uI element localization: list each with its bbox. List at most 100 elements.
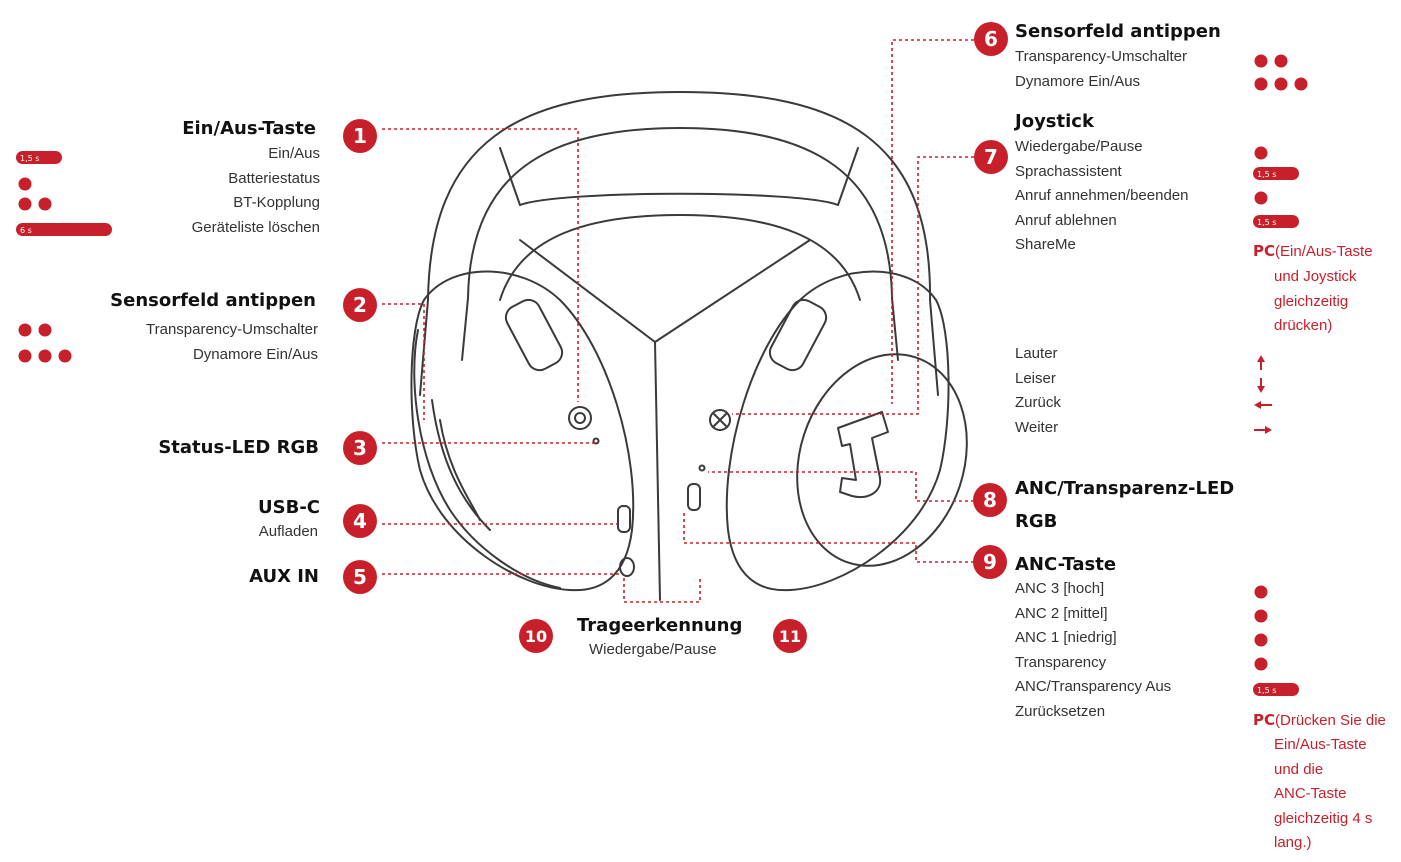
callout-7-title: Joystick xyxy=(1015,111,1094,132)
callout-6-title: Sensorfeld antippen xyxy=(1015,21,1221,42)
press-indicators: 1,5 s 6 s 1,5 s 1,5 s 1,5 s xyxy=(16,54,1308,696)
leader-1 xyxy=(382,128,579,402)
callout-6-item: Dynamore Ein/Aus xyxy=(1015,72,1141,90)
hold-bar-6s xyxy=(16,223,112,236)
hold-bar-label: 1,5 s xyxy=(20,154,39,163)
dot-1 xyxy=(18,177,32,191)
marker-5-label: 5 xyxy=(353,565,367,589)
callout-7-pc-note-cont: und Joystick gleichzeitig drücken) xyxy=(1274,265,1357,339)
direction-item: Leiser xyxy=(1015,369,1056,387)
marker-11 xyxy=(773,619,807,653)
pc-note-line: (Ein/Aus-Taste xyxy=(1275,243,1373,260)
callout-2-items: Transparency-Umschalter Dynamore Ein/Aus xyxy=(146,318,318,367)
direction-item: Zurück xyxy=(1015,394,1061,411)
callout-3-title: Status-LED RGB xyxy=(158,437,319,458)
leader-10-11 xyxy=(623,578,701,603)
hold-bar-1-5s xyxy=(16,151,62,164)
hold-bar-label: 1,5 s xyxy=(1257,218,1276,227)
marker-6 xyxy=(974,22,1008,56)
callout-7-item: Anruf ablehnen xyxy=(1015,211,1117,229)
marker-8-label: 8 xyxy=(983,488,997,512)
headphone-illustration xyxy=(410,91,968,601)
callout-9-item: ANC/Transparency Aus xyxy=(1015,678,1172,695)
callout-9-item: Transparency xyxy=(1015,653,1107,671)
callout-7-pc-note: PC(Ein/Aus-Taste xyxy=(1253,240,1373,265)
marker-9 xyxy=(973,545,1007,579)
callout-7-item: Sprachassistent xyxy=(1015,162,1122,180)
pc-note-line: und die xyxy=(1274,760,1324,778)
hold-bar-label: 1,5 s xyxy=(1257,686,1276,695)
marker-2 xyxy=(343,288,377,322)
wear-items: Wiedergabe/Pause xyxy=(589,638,717,663)
callout-8-title-line: RGB xyxy=(1015,511,1058,532)
marker-3 xyxy=(343,431,377,465)
pc-label: PC xyxy=(1253,242,1276,260)
callout-7-item: Anruf annehmen/beenden xyxy=(1015,187,1189,204)
callout-1-item: Batteriestatus xyxy=(228,169,320,187)
wear-title: Trageerkennung xyxy=(577,615,743,636)
hold-bar-label: 6 s xyxy=(20,226,32,235)
callout-9-item: ANC 2 [mittel] xyxy=(1015,604,1108,622)
marker-1-label: 1 xyxy=(353,124,367,148)
callout-9-title: ANC-Taste xyxy=(1015,554,1117,575)
callout-1-item: Ein/Aus xyxy=(268,145,320,162)
callout-9-items: ANC 3 [hoch] ANC 2 [mittel] ANC 1 [niedr… xyxy=(1015,577,1171,724)
hold-bar-label: 1,5 s xyxy=(1257,170,1276,179)
callout-9-item: ANC 3 [hoch] xyxy=(1015,580,1105,597)
callout-6-items: Transparency-Umschalter Dynamore Ein/Aus xyxy=(1015,45,1187,94)
pc-note-line: lang.) xyxy=(1274,834,1312,851)
leader-6 xyxy=(891,39,974,404)
marker-10-label: 10 xyxy=(525,627,547,646)
direction-item: Lauter xyxy=(1015,345,1058,362)
callout-4-item: Aufladen xyxy=(258,523,318,540)
callout-1-item: BT-Kopplung xyxy=(233,194,320,211)
number-markers: 1 2 3 4 5 6 7 8 9 10 11 xyxy=(343,22,1008,653)
leader-lines xyxy=(382,39,974,603)
marker-10 xyxy=(519,619,553,653)
callout-8-title-line: ANC/Transparenz-LED xyxy=(1015,478,1235,499)
marker-1 xyxy=(343,119,377,153)
leader-8 xyxy=(708,471,974,502)
callout-7-items: Wiedergabe/Pause Sprachassistent Anruf a… xyxy=(1015,135,1188,258)
leader-2 xyxy=(382,303,425,420)
callout-7-item: ShareMe xyxy=(1015,236,1076,253)
marker-6-label: 6 xyxy=(984,27,998,51)
wear-item: Wiedergabe/Pause xyxy=(589,641,717,658)
pc-note-line: gleichzeitig xyxy=(1274,292,1349,310)
callout-4-items: Aufladen xyxy=(259,520,318,545)
marker-2-label: 2 xyxy=(353,293,367,317)
marker-7 xyxy=(974,140,1008,174)
callout-2-item: Transparency-Umschalter xyxy=(146,321,318,338)
marker-11-label: 11 xyxy=(779,627,801,646)
callout-2-title: Sensorfeld antippen xyxy=(110,290,316,311)
callout-9-pc-note: PC(Drücken Sie die xyxy=(1253,709,1386,734)
pc-note-line: ANC-Taste xyxy=(1274,785,1347,802)
callout-8-title: ANC/Transparenz-LED RGB xyxy=(1015,472,1234,538)
pc-note-line: gleichzeitig 4 s xyxy=(1274,809,1373,827)
pc-note-line: (Drücken Sie die xyxy=(1275,712,1386,729)
marker-4-label: 4 xyxy=(353,509,367,533)
arrow-icons xyxy=(1254,355,1272,434)
marker-9-label: 9 xyxy=(983,550,997,574)
callout-9-item: ANC 1 [niedrig] xyxy=(1015,629,1117,646)
leader-9 xyxy=(683,512,974,563)
pc-label: PC xyxy=(1253,711,1276,729)
callout-6-item: Transparency-Umschalter xyxy=(1015,48,1187,65)
marker-7-label: 7 xyxy=(984,145,998,169)
callout-4-title: USB-C xyxy=(258,497,320,518)
callout-1-items: Ein/Aus Batteriestatus BT-Kopplung Gerät… xyxy=(192,142,320,240)
marker-4 xyxy=(343,504,377,538)
callout-7-item: Wiedergabe/Pause xyxy=(1015,138,1143,155)
callout-5-title: AUX IN xyxy=(249,566,319,587)
callout-9-pc-note-cont: Ein/Aus-Taste und die ANC-Taste gleichze… xyxy=(1274,733,1372,856)
direction-item: Weiter xyxy=(1015,418,1059,436)
callout-2-item: Dynamore Ein/Aus xyxy=(192,345,318,363)
callout-1-item: Geräteliste löschen xyxy=(191,218,320,236)
pc-note-line: drücken) xyxy=(1274,317,1333,334)
callout-1-title: Ein/Aus-Taste xyxy=(182,118,316,139)
pc-note-line: Ein/Aus-Taste xyxy=(1274,736,1367,753)
marker-3-label: 3 xyxy=(353,436,367,460)
marker-8 xyxy=(973,483,1007,517)
callout-9-item: Zurücksetzen xyxy=(1015,702,1106,720)
